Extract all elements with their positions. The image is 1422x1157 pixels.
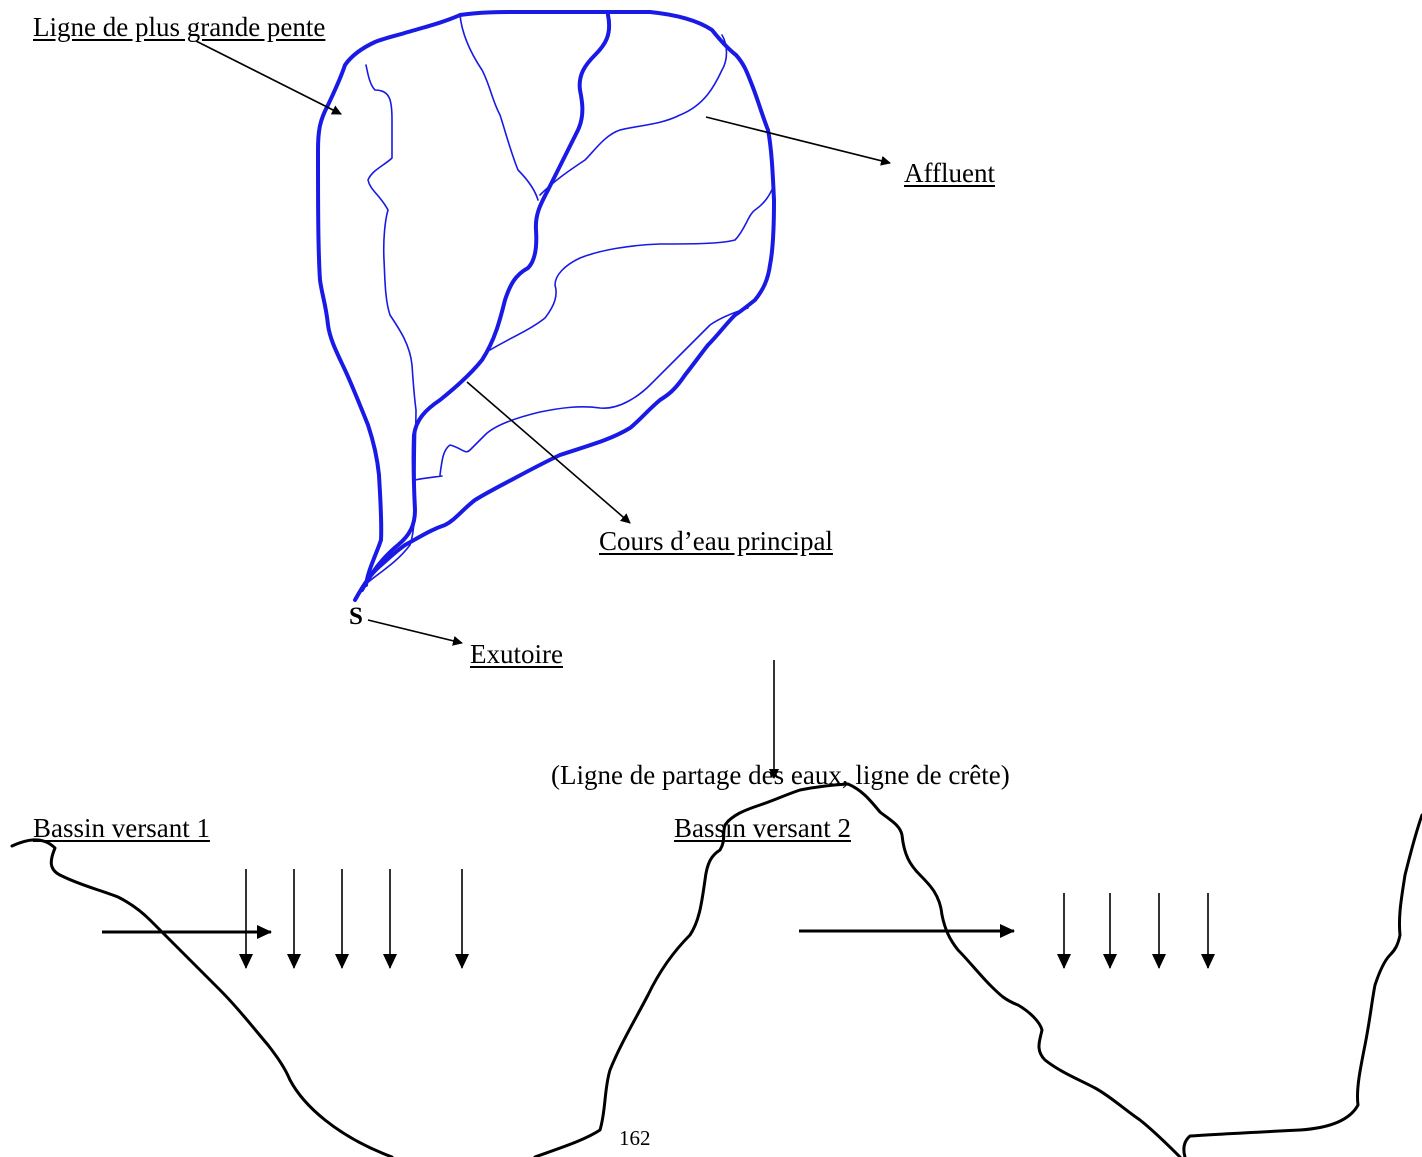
arrow-affluent	[705, 116, 891, 166]
tributary	[459, 14, 539, 201]
label-bassin-versant-1: Bassin versant 1	[33, 813, 210, 843]
label-affluent: Affluent	[904, 158, 995, 188]
rain-arrows-right	[1057, 893, 1215, 969]
ridge-left-slope	[10, 838, 394, 1157]
arrow-cours-eau-principal	[466, 381, 631, 524]
page-number: 162	[619, 1126, 651, 1150]
tributary	[539, 34, 728, 196]
terrain-profile	[10, 782, 1422, 1157]
main-river	[360, 13, 612, 592]
central-ridge	[533, 782, 1182, 1157]
tributary	[489, 184, 775, 351]
tributary	[364, 64, 417, 586]
tributary	[414, 475, 443, 481]
label-outlet-marker: S	[349, 603, 363, 630]
ridge-right-slope	[1182, 813, 1422, 1157]
watershed-map	[316, 10, 776, 602]
rain-arrows-left	[239, 869, 469, 969]
label-exutoire: Exutoire	[470, 639, 563, 669]
basin-boundary	[316, 10, 776, 602]
tributary	[439, 307, 749, 476]
arrow-exutoire	[367, 619, 463, 646]
label-cours-eau-principal: Cours d’eau principal	[599, 526, 833, 556]
label-ligne-partage: (Ligne de partage des eaux, ligne de crê…	[551, 760, 1010, 790]
label-bassin-versant-2: Bassin versant 2	[674, 813, 851, 843]
arrow-ligne-plus-grande-pente	[195, 40, 342, 115]
label-ligne-plus-grande-pente: Ligne de plus grande pente	[33, 12, 326, 42]
